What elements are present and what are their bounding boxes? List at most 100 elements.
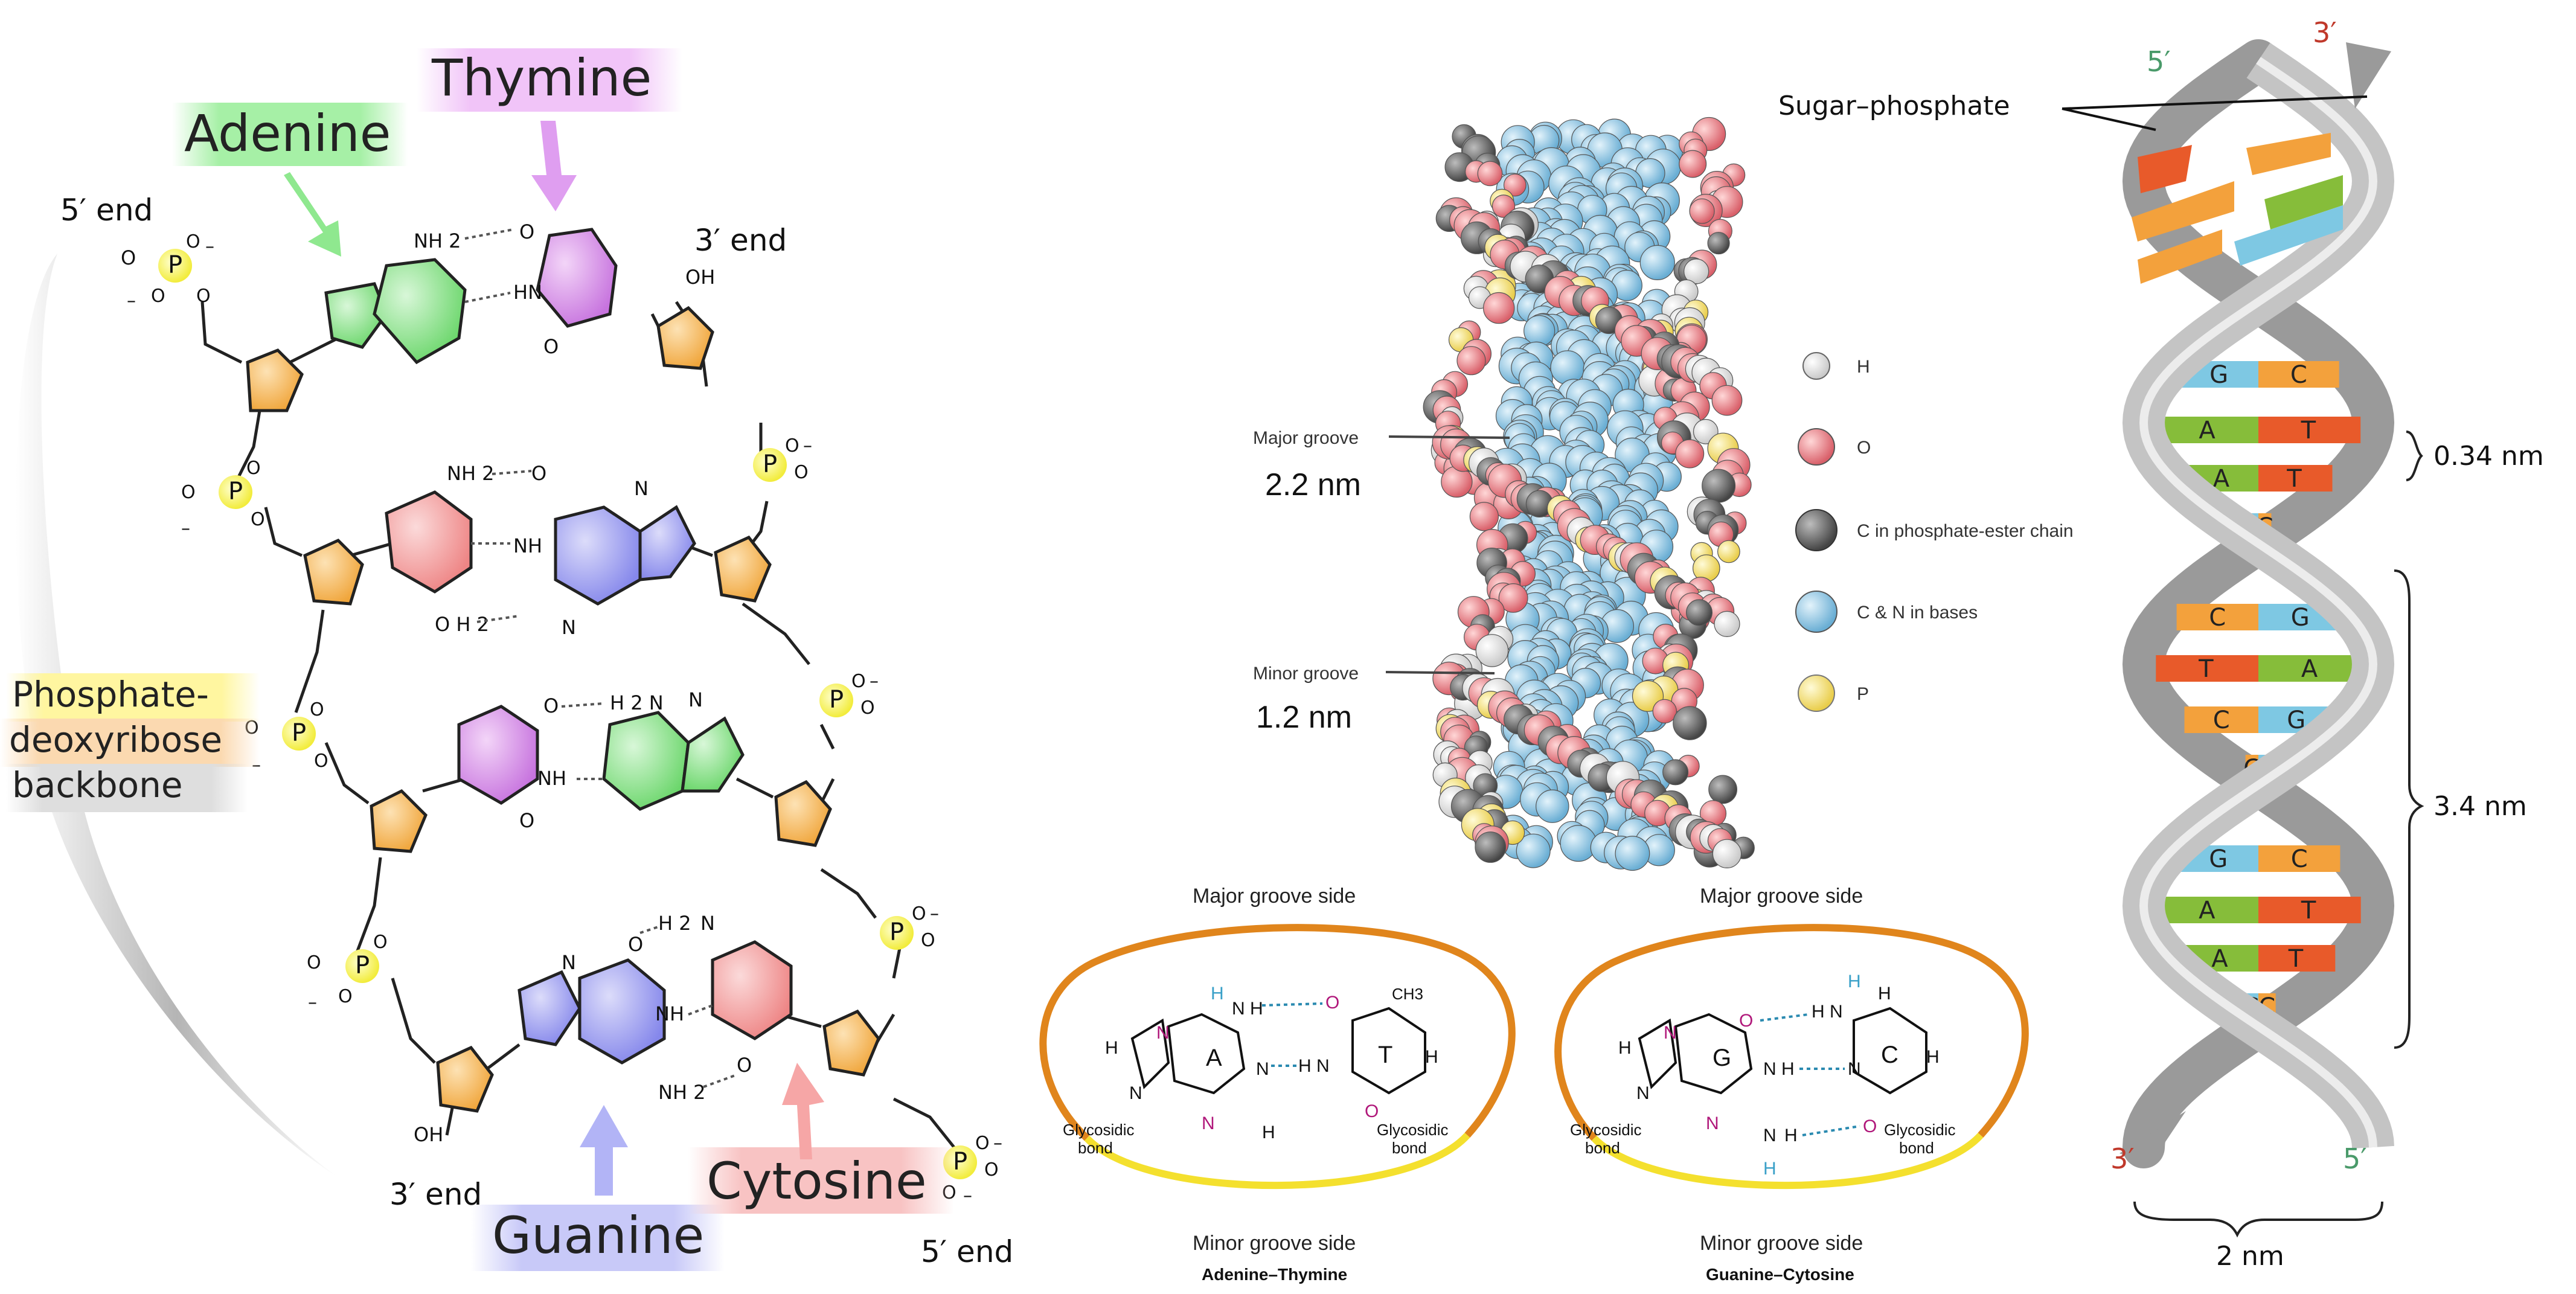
pitch-brace [2394,569,2424,1049]
base-block [2258,845,2341,872]
atom-sphere [1717,540,1740,563]
atom-sphere [1673,706,1707,740]
atom-n: N [1129,1083,1142,1103]
atom-sphere [1675,439,1705,469]
atom-label: O [543,335,559,358]
hydroxyl-label: OH [685,266,715,289]
base-letter: G [2209,361,2228,389]
atom-label: NH 2 [658,1081,706,1104]
legend-swatch-h [1802,352,1830,380]
glycosidic-label: bond [1078,1139,1113,1157]
atom-label: O [519,809,534,832]
major-groove-label: Major groove [1253,428,1359,448]
phosphate-o: O [860,697,875,719]
phosphate-p: P [829,686,844,714]
phosphate-o: O [314,751,328,772]
phosphate-o: O [310,699,324,720]
glycosidic-label: Glycosidic [1884,1121,1955,1139]
phosphate-charge: – [127,290,136,312]
glycosidic-label: bond [1899,1139,1934,1157]
base-pair-3: O H 2 N NH N O [457,688,745,832]
cytosine-glow [688,1147,954,1214]
atom-h: H [1784,1126,1798,1145]
base-block [2258,655,2361,682]
atom-label: N [634,477,649,500]
atom-label: O [628,933,643,956]
helix-front-strand [2119,42,2395,1165]
legend-swatch-o [1798,428,1835,466]
thymine-ring [457,705,539,805]
phosphate-charge: – [205,236,214,257]
five-prime-label: 5′ [2343,1142,2367,1175]
atom-label: NH 2 [414,229,461,252]
atom-sphere [1503,173,1527,197]
adenine-ring-6 [373,258,467,365]
legend-label: H [1857,357,1870,377]
major-groove-size: 2.2 nm [1265,467,1361,502]
atom-o: O [1325,993,1339,1013]
phosphate-p: P [228,478,243,505]
base-letter: T [2301,417,2316,444]
base-block [2258,417,2361,443]
base-block [2258,897,2361,923]
atom-h: H [1812,1002,1825,1022]
phosphate-p: P [763,450,777,478]
atom-sphere [1498,583,1528,613]
atom-label: HN [513,281,542,304]
base-letter: C [2213,706,2230,734]
backbone-label-line1: Phosphate- [12,674,209,715]
atom-sphere [1475,634,1509,667]
atom-h: H [1298,1056,1312,1076]
major-groove-arc [1039,924,1516,1141]
legend-label: O [1857,438,1871,458]
phosphate-o: O [251,509,265,530]
phosphate-7: P O – O [880,903,939,951]
strand-arrowhead [2346,42,2391,109]
legend-swatch-cn [1795,591,1837,633]
adenine-ring-5 [681,716,745,793]
base-block [2258,465,2333,492]
atom-label: N [688,688,703,711]
atom-n: N [1664,1023,1677,1043]
atom-h: H [1926,1047,1940,1067]
phosphate-charge: – [870,671,879,692]
thymine-label: Thymine [431,48,652,107]
five-prime-end-label: 5′ end [60,193,153,228]
base-block [2156,655,2258,682]
atom-h: H [1262,1123,1275,1142]
atom-sphere [1714,610,1740,638]
width-brace [2133,1201,2383,1238]
atom-label: N [562,616,576,639]
atom-sphere [1684,258,1709,284]
atom-n: N [1763,1126,1777,1145]
major-groove-side-label: Major groove side [1193,885,1356,908]
atom-label: NH [537,767,566,790]
minor-groove-label: Minor groove [1253,664,1359,684]
guanine-ring-6 [578,958,666,1065]
atom-sphere [1615,836,1650,871]
atom-sphere [1536,789,1569,823]
guanine-cytosine-diagram: Major groove side Minor groove side Guan… [1554,885,2029,1284]
base-block [2258,361,2339,388]
phosphate-o: O [151,286,165,307]
phosphate-o: O [186,231,200,252]
width-label: 2 nm [2216,1241,2284,1272]
atom-label: NH 2 [447,462,495,485]
atom-label: NH [513,534,542,557]
atom-h: H [1781,1059,1795,1079]
phosphate-2: P O – O O [181,458,265,539]
rise-brace [2406,431,2423,481]
base-letter: T [2198,655,2214,683]
backbone-glow-3 [6,764,248,812]
minor-groove-arc [1084,1132,1470,1190]
guanine-arrow [580,1105,628,1196]
atom-n: N [1763,1059,1777,1079]
base-block [2156,897,2258,923]
base-letter: C [2209,604,2226,632]
glycosidic-label: Glycosidic [1063,1121,1134,1139]
atom-sphere [1711,385,1743,416]
